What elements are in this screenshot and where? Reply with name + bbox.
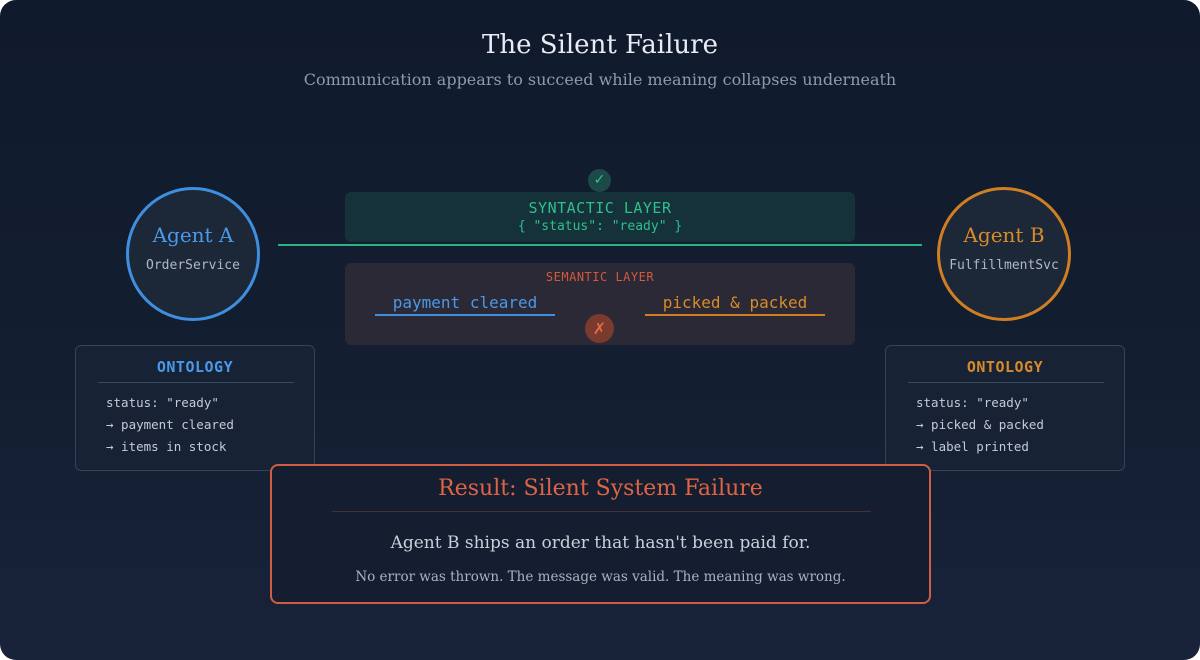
diagram-subtitle: Communication appears to succeed while m…: [303, 70, 897, 89]
result-box: Result: Silent System Failure Agent B sh…: [270, 464, 931, 604]
agent-b-service: FulfillmentSvc: [949, 258, 1059, 273]
ontology-b-divider: [908, 382, 1104, 383]
syntactic-layer-box: SYNTACTIC LAYER { "status": "ready" }: [345, 192, 855, 242]
ontology-a-divider: [98, 382, 294, 383]
ontology-a-list: status: "ready" → payment cleared → item…: [106, 394, 234, 460]
syntactic-message: { "status": "ready" }: [517, 219, 683, 234]
agent-b-node: Agent B FulfillmentSvc: [937, 187, 1071, 321]
semantic-layer-box: SEMANTIC LAYER payment cleared picked & …: [345, 263, 855, 345]
result-main-text: Agent B ships an order that hasn't been …: [390, 533, 811, 553]
agent-b-name: Agent B: [963, 223, 1045, 247]
result-divider: [332, 511, 871, 512]
agent-a-node: Agent A OrderService: [126, 187, 260, 321]
ontology-b-item: → picked & packed: [916, 417, 1044, 432]
ontology-panel-b: ONTOLOGY status: "ready" → picked & pack…: [885, 345, 1125, 471]
semantic-layer-title: SEMANTIC LAYER: [545, 270, 655, 284]
syntactic-layer-title: SYNTACTIC LAYER: [528, 199, 672, 217]
ontology-b-item: → label printed: [916, 439, 1029, 454]
ontology-b-item: status: "ready": [916, 395, 1029, 410]
agent-a-service: OrderService: [146, 258, 240, 273]
diagram-title: The Silent Failure: [482, 30, 718, 60]
agent-a-name: Agent A: [152, 223, 234, 247]
semantic-meaning-a-underline: [375, 314, 555, 316]
semantic-meaning-a: payment cleared: [392, 293, 538, 312]
ontology-a-item: status: "ready": [106, 395, 219, 410]
result-title: Result: Silent System Failure: [438, 476, 763, 501]
ontology-a-title: ONTOLOGY: [156, 358, 234, 376]
connection-line: [278, 244, 922, 246]
semantic-meaning-b-underline: [645, 314, 825, 316]
result-note: No error was thrown. The message was val…: [355, 569, 846, 585]
check-icon: ✓: [588, 169, 611, 192]
ontology-a-item: → items in stock: [106, 439, 227, 454]
ontology-a-item: → payment cleared: [106, 417, 234, 432]
ontology-b-title: ONTOLOGY: [966, 358, 1044, 376]
semantic-meaning-b: picked & packed: [662, 293, 808, 312]
ontology-b-list: status: "ready" → picked & packed → labe…: [916, 394, 1044, 460]
cross-icon: ✗: [585, 314, 614, 343]
ontology-panel-a: ONTOLOGY status: "ready" → payment clear…: [75, 345, 315, 471]
